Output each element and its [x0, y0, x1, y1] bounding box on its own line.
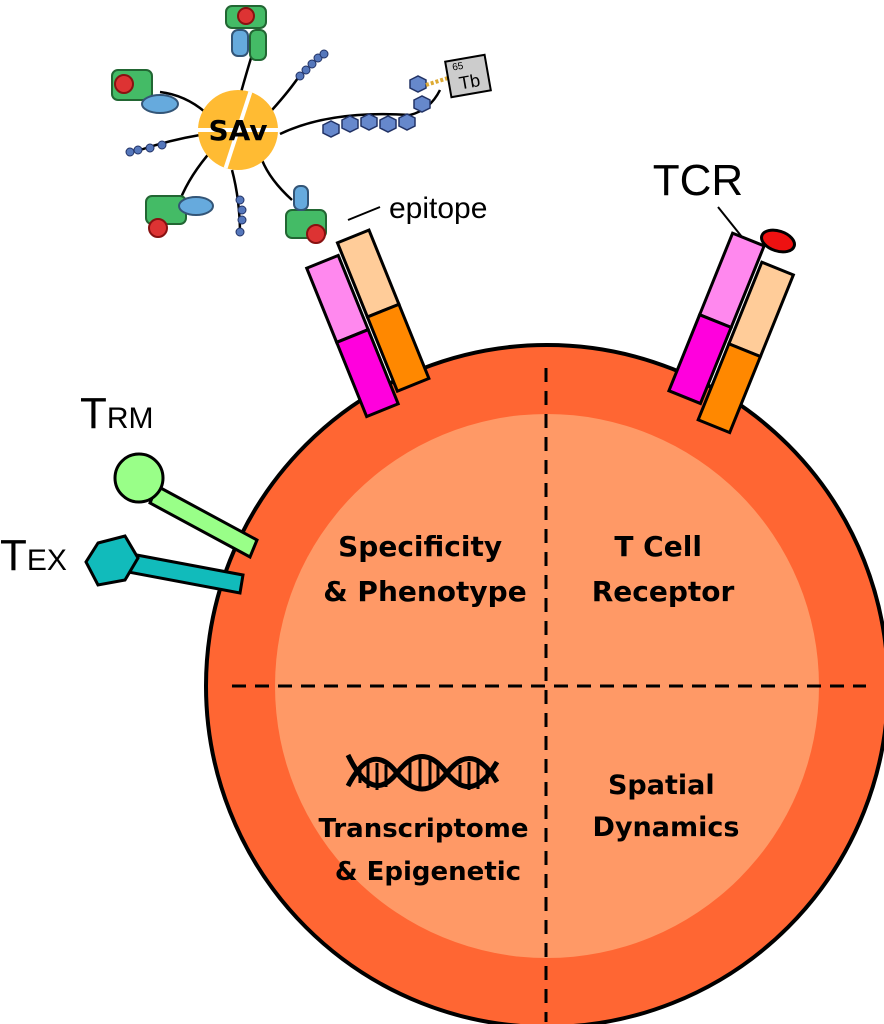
pmhc-unit: [225, 5, 267, 61]
sav-multimer: 65 Tb SAv: [111, 5, 492, 244]
quadrant-bottom-right-label: Spatial Dynamics: [593, 770, 740, 843]
tcr-epitope: [760, 228, 796, 254]
tcr-multimer-bound: [304, 228, 431, 419]
tex-label: TEX: [0, 531, 67, 580]
quadrant-top-left-label: Specificity & Phenotype: [323, 530, 526, 608]
pmhc-unit: [145, 195, 214, 238]
terbium-mass-number: 65: [451, 61, 464, 74]
quadrant-bottom-left-label: Transcriptome & Epigenetic: [318, 814, 537, 887]
pmhc-unit: [285, 185, 327, 244]
tcr-pointer: [717, 206, 743, 238]
dna-icon: [345, 753, 500, 792]
cell-inner-cytoplasm: [275, 414, 819, 958]
epitope-pointer: [347, 206, 381, 221]
pmhc-unit: [111, 69, 179, 114]
epitope-label: epitope: [389, 192, 487, 225]
trm-label: TRM: [80, 389, 154, 438]
terbium-tag: [444, 53, 492, 99]
terbium-symbol: Tb: [457, 70, 481, 93]
quadrant-top-right-label: T Cell Receptor: [592, 530, 735, 608]
trm-marker: [113, 452, 259, 560]
tcr-label: TCR: [653, 156, 743, 205]
sav-label: SAv: [208, 114, 267, 147]
tcr-receptor: [666, 228, 796, 435]
tex-marker: [84, 534, 245, 595]
